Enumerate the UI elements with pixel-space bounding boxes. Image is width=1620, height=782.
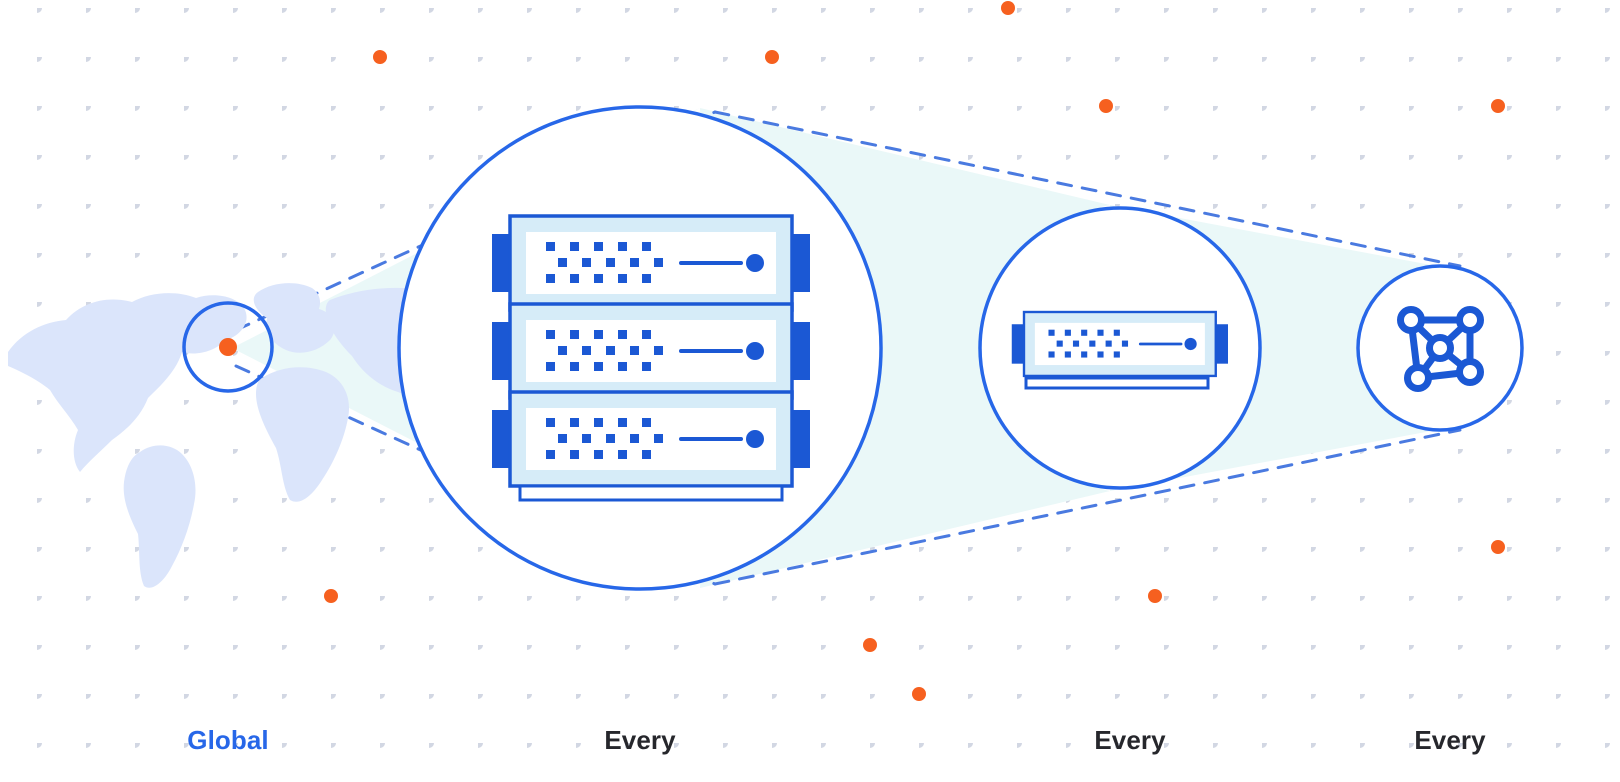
accent-dot bbox=[1099, 99, 1113, 113]
network-node bbox=[1456, 306, 1484, 334]
accent-dot bbox=[324, 589, 338, 603]
accent-dots-group bbox=[324, 1, 1505, 701]
network-node bbox=[1456, 358, 1484, 386]
label-line-1: Every bbox=[604, 725, 676, 756]
service-node bbox=[1356, 264, 1524, 432]
server-node bbox=[978, 206, 1262, 490]
network-node bbox=[1397, 306, 1425, 334]
label-line-1: Every bbox=[1414, 725, 1486, 756]
label-every-data-center: Every data center bbox=[540, 662, 740, 782]
label-global-network: Global network bbox=[128, 662, 328, 782]
network-node bbox=[1404, 364, 1432, 392]
accent-dot bbox=[1491, 99, 1505, 113]
map-highlight-circle bbox=[182, 301, 274, 393]
label-every-service: Every service bbox=[1350, 662, 1550, 782]
accent-dot bbox=[1148, 589, 1162, 603]
accent-dot bbox=[863, 638, 877, 652]
label-every-server: Every server bbox=[1030, 662, 1230, 782]
data-center-node bbox=[397, 105, 883, 591]
network-nodes-icon bbox=[1397, 306, 1484, 392]
dashed-line-bot-right bbox=[713, 428, 1462, 586]
single-server-icon bbox=[1012, 312, 1228, 376]
label-line-1: Every bbox=[1094, 725, 1166, 756]
accent-dot bbox=[765, 50, 779, 64]
accent-dot bbox=[912, 687, 926, 701]
accent-dot bbox=[373, 50, 387, 64]
location-dot-marker bbox=[219, 338, 237, 356]
server-rack-icon bbox=[492, 216, 810, 502]
network-node bbox=[1426, 334, 1454, 362]
accent-dot bbox=[1001, 1, 1015, 15]
label-line-1: Global bbox=[187, 725, 269, 756]
dashed-line-top-right bbox=[713, 110, 1462, 268]
accent-dot bbox=[1491, 540, 1505, 554]
